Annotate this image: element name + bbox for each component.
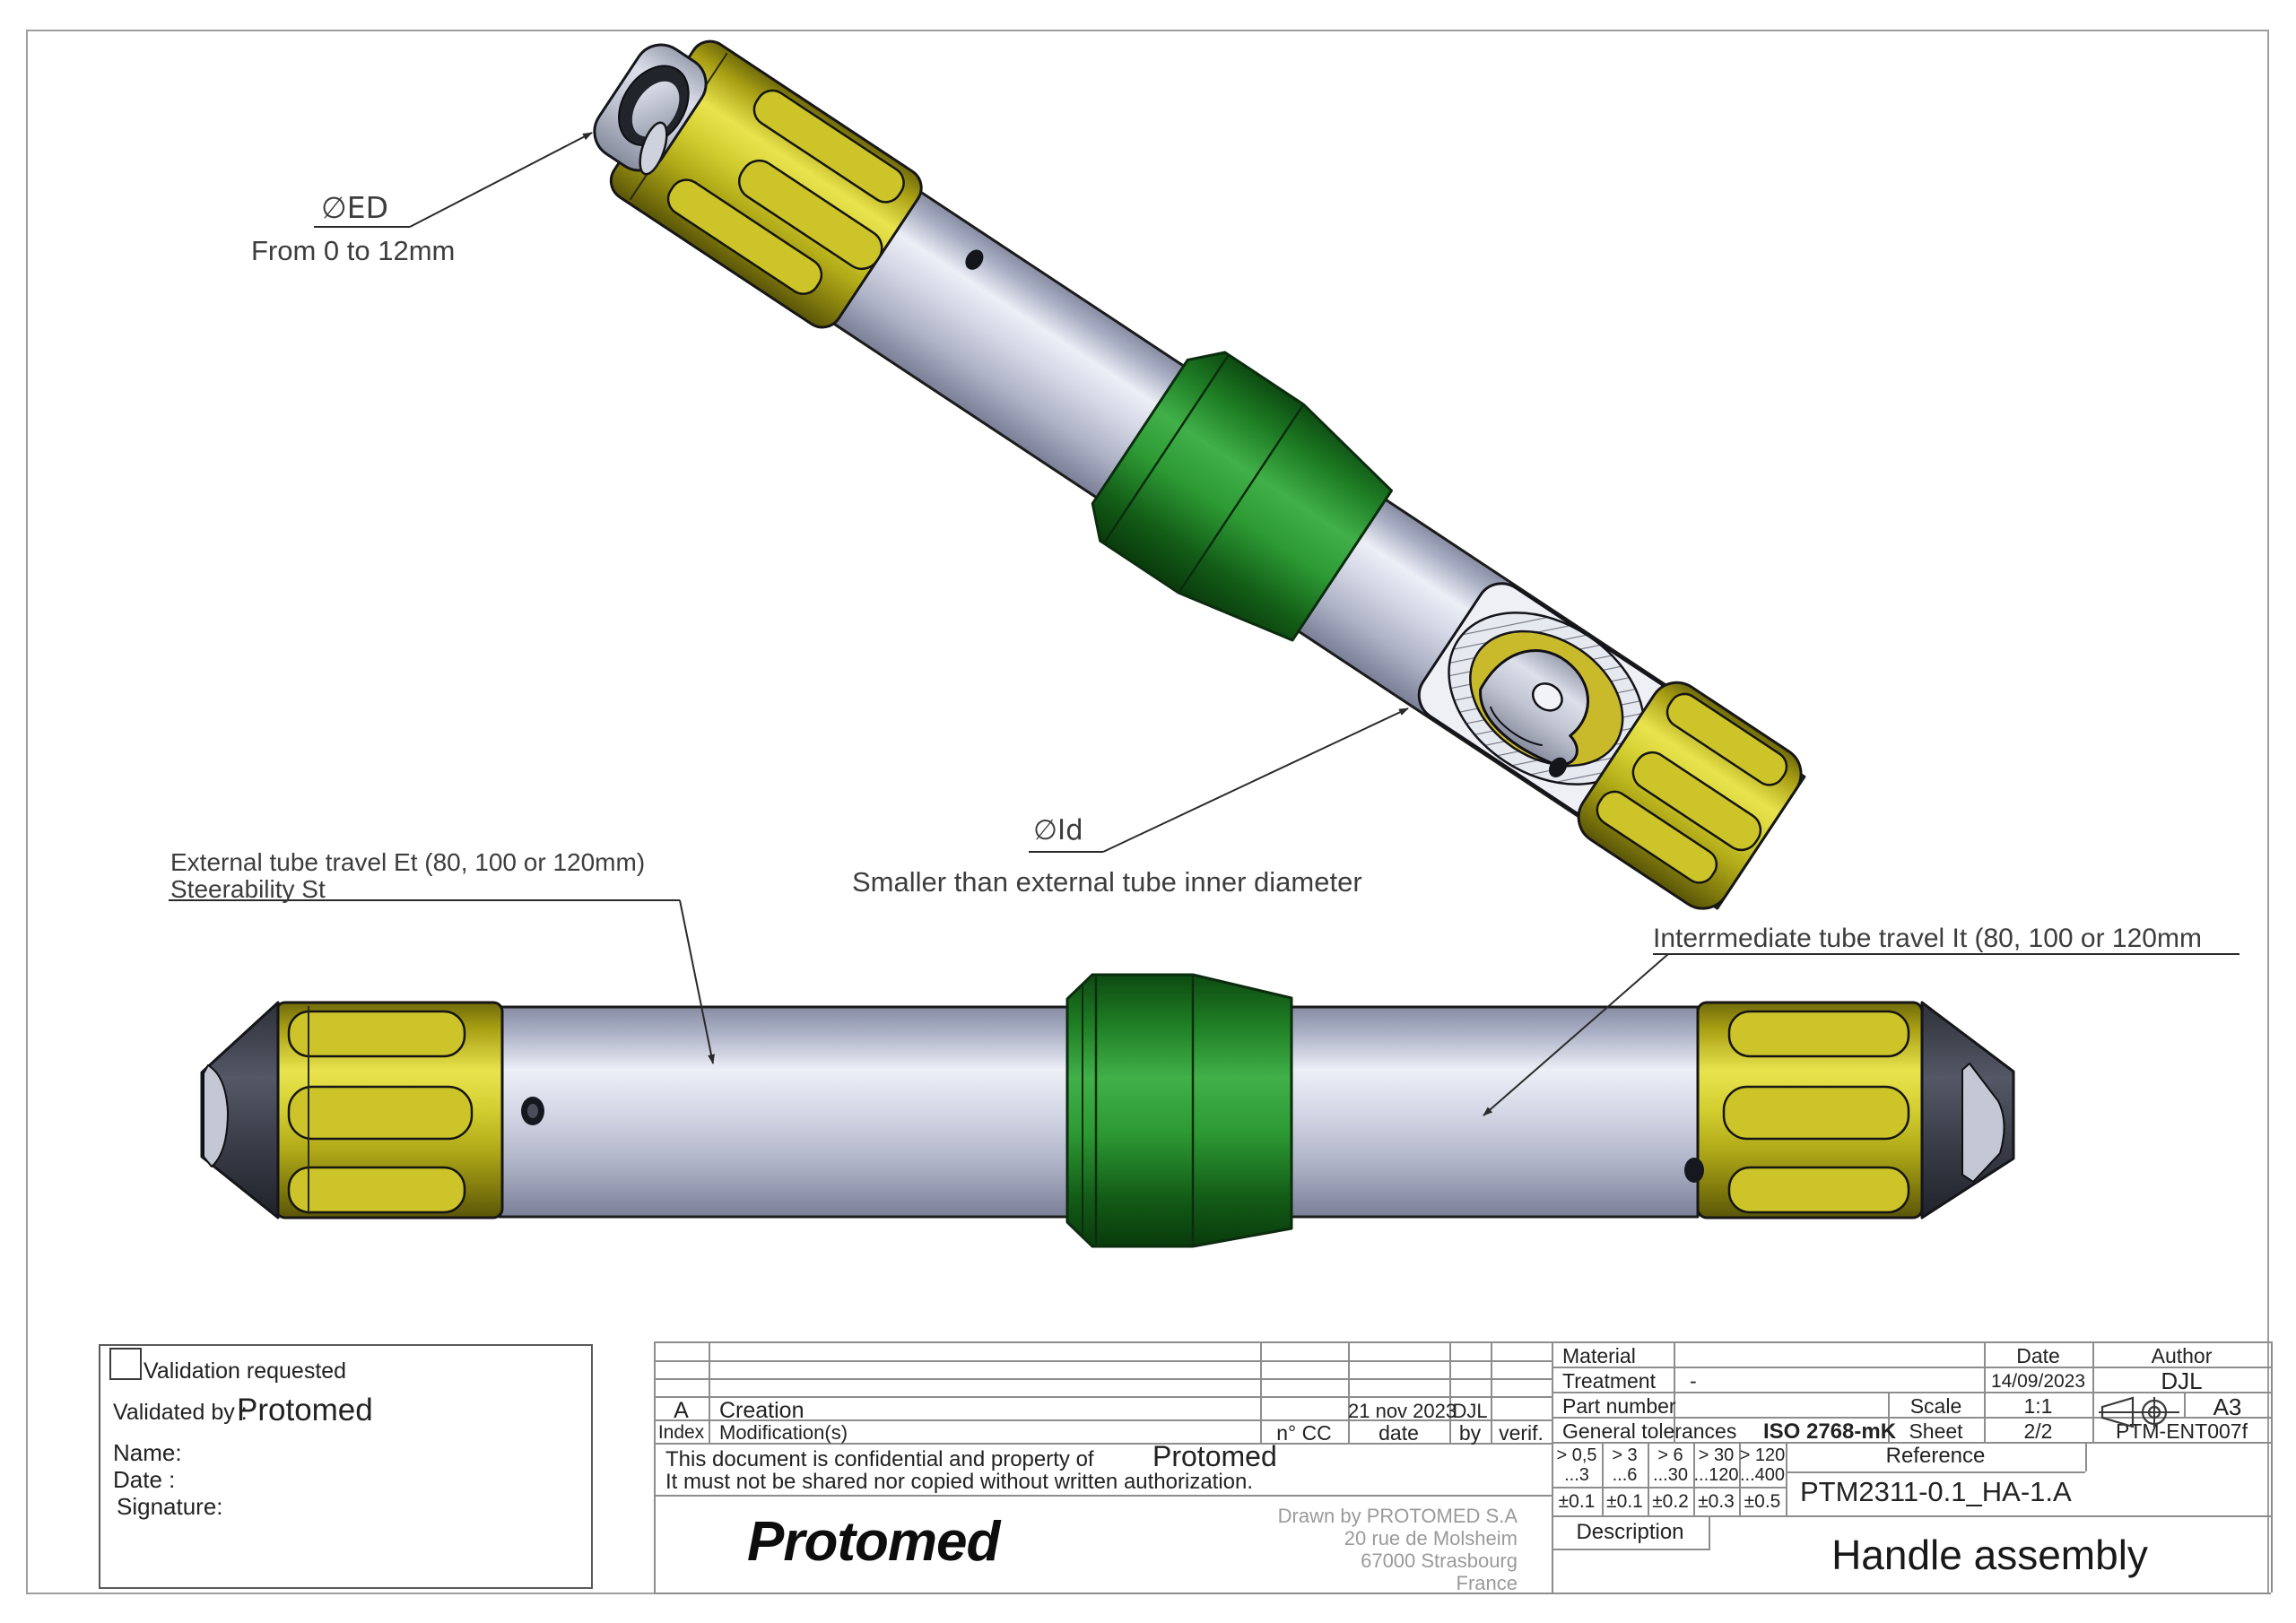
revision-modification-value: Creation — [719, 1398, 804, 1423]
handle-assembly-isometric-view — [593, 39, 1806, 910]
leader-lines — [169, 132, 2239, 1116]
author-header: Author — [2151, 1344, 2213, 1367]
reference-label: Reference — [1885, 1444, 1986, 1468]
confidential-company: Protomed — [1152, 1440, 1277, 1472]
handle-assembly-side-view — [200, 973, 2015, 1248]
sheet-label: Sheet — [1909, 1419, 1963, 1443]
tip-opening-isometric — [593, 43, 708, 176]
id-diameter-note: Smaller than external tube inner diamete… — [852, 866, 1362, 898]
tolerance-range: > 6 ...30 — [1653, 1445, 1688, 1485]
green-collar-isometric — [1091, 351, 1394, 642]
ed-diameter-label: ∅ED — [321, 190, 389, 225]
intermediate-tube-travel-label: Interrmediate tube travel It (80, 100 or… — [1653, 924, 2202, 953]
date-header: Date — [2016, 1344, 2060, 1367]
tolerance-range: > 3 ...6 — [1612, 1445, 1638, 1485]
revision-date-value: 21 nov 2023 — [1348, 1400, 1457, 1422]
validation-box: Validation requested Validated by : Prot… — [99, 1344, 593, 1589]
screw-hole — [521, 1097, 544, 1125]
yellow-cap-right — [1696, 1001, 1924, 1219]
drawing-title: Handle assembly — [1831, 1532, 2148, 1578]
address-line: 67000 Strasbourg — [1361, 1549, 1518, 1572]
tolerance-value: ±0.1 — [1558, 1491, 1596, 1512]
revision-verif-header: verif. — [1499, 1421, 1544, 1445]
revision-ncc-header: n° CC — [1276, 1421, 1332, 1445]
first-angle-projection-icon — [2099, 1396, 2179, 1428]
description-label: Description — [1576, 1520, 1684, 1544]
confidential-line1: This document is confidential and proper… — [665, 1447, 1094, 1471]
part-number-label: Part number — [1562, 1394, 1676, 1418]
ed-diameter-note: From 0 to 12mm — [251, 235, 456, 266]
id-diameter-label: ∅Id — [1033, 814, 1083, 846]
revision-modification-header: Modification(s) — [719, 1421, 848, 1444]
revision-index-value: A — [674, 1398, 689, 1423]
format-value: A3 — [2213, 1393, 2242, 1420]
green-collar-side — [1065, 973, 1293, 1248]
reference-value: PTM2311-0.1_HA-1.A — [1800, 1476, 2072, 1507]
cone-tip-right — [1920, 1001, 2015, 1219]
revision-date-header: date — [1378, 1421, 1419, 1445]
general-tolerances-value: ISO 2768-mK — [1762, 1419, 1897, 1444]
treatment-value: - — [1690, 1369, 1697, 1393]
address-line: 20 rue de Molsheim — [1344, 1527, 1518, 1549]
tolerance-value: ±0.3 — [1698, 1491, 1735, 1512]
validation-checkbox[interactable] — [109, 1348, 142, 1380]
material-label: Material — [1562, 1344, 1636, 1367]
name-label: Name: — [113, 1439, 182, 1466]
tolerance-range: > 120 ...400 — [1739, 1445, 1786, 1485]
tolerance-value: ±0.2 — [1652, 1491, 1689, 1512]
screw-hole — [1548, 757, 1568, 777]
tolerance-range: > 30 ...120 — [1693, 1445, 1739, 1485]
address-line: Drawn by PROTOMED S.A — [1277, 1505, 1518, 1527]
yellow-cap-left — [274, 1001, 504, 1219]
scale-label: Scale — [1909, 1394, 1962, 1418]
company-address: Drawn by PROTOMED S.A 20 rue de Molsheim… — [1278, 1505, 1518, 1594]
tolerance-value: ±0.5 — [1744, 1491, 1781, 1512]
validated-by-value: Protomed — [237, 1393, 373, 1428]
screw-hole — [1684, 1158, 1704, 1183]
revision-by-header: by — [1458, 1421, 1482, 1445]
scale-value: 1:1 — [2023, 1394, 2053, 1418]
tolerance-range: > 0,5 ...3 — [1556, 1445, 1597, 1485]
revision-by-value: DJL — [1452, 1400, 1488, 1422]
signature-label: Signature: — [117, 1493, 223, 1520]
yellow-end-cap-isometric — [1577, 681, 1803, 910]
address-line: France — [1456, 1572, 1518, 1594]
date-value: 14/09/2023 — [1990, 1371, 2086, 1392]
treatment-label: Treatment — [1562, 1369, 1656, 1393]
sheet-value: 2/2 — [2023, 1419, 2053, 1443]
company-logo: Protomed — [747, 1511, 1000, 1573]
general-tolerances-label: General tolerances — [1562, 1419, 1737, 1443]
tolerance-value: ±0.1 — [1606, 1491, 1643, 1512]
external-tube-travel-label: External tube travel Et (80, 100 or 120m… — [170, 848, 646, 876]
date-label: Date : — [113, 1466, 176, 1493]
validation-requested-label: Validation requested — [144, 1358, 347, 1384]
cone-tip-left — [200, 1001, 280, 1219]
revision-index-header: Index — [657, 1422, 705, 1443]
screw-hole — [965, 249, 984, 270]
doc-ref-value: PTM-ENT007f — [2116, 1419, 2248, 1443]
validated-by-label: Validated by : — [113, 1400, 248, 1425]
confidential-line2: It must not be shared nor copied without… — [665, 1470, 1254, 1494]
steerability-label: Steerability St — [170, 875, 326, 903]
author-value: DJL — [2161, 1367, 2203, 1394]
